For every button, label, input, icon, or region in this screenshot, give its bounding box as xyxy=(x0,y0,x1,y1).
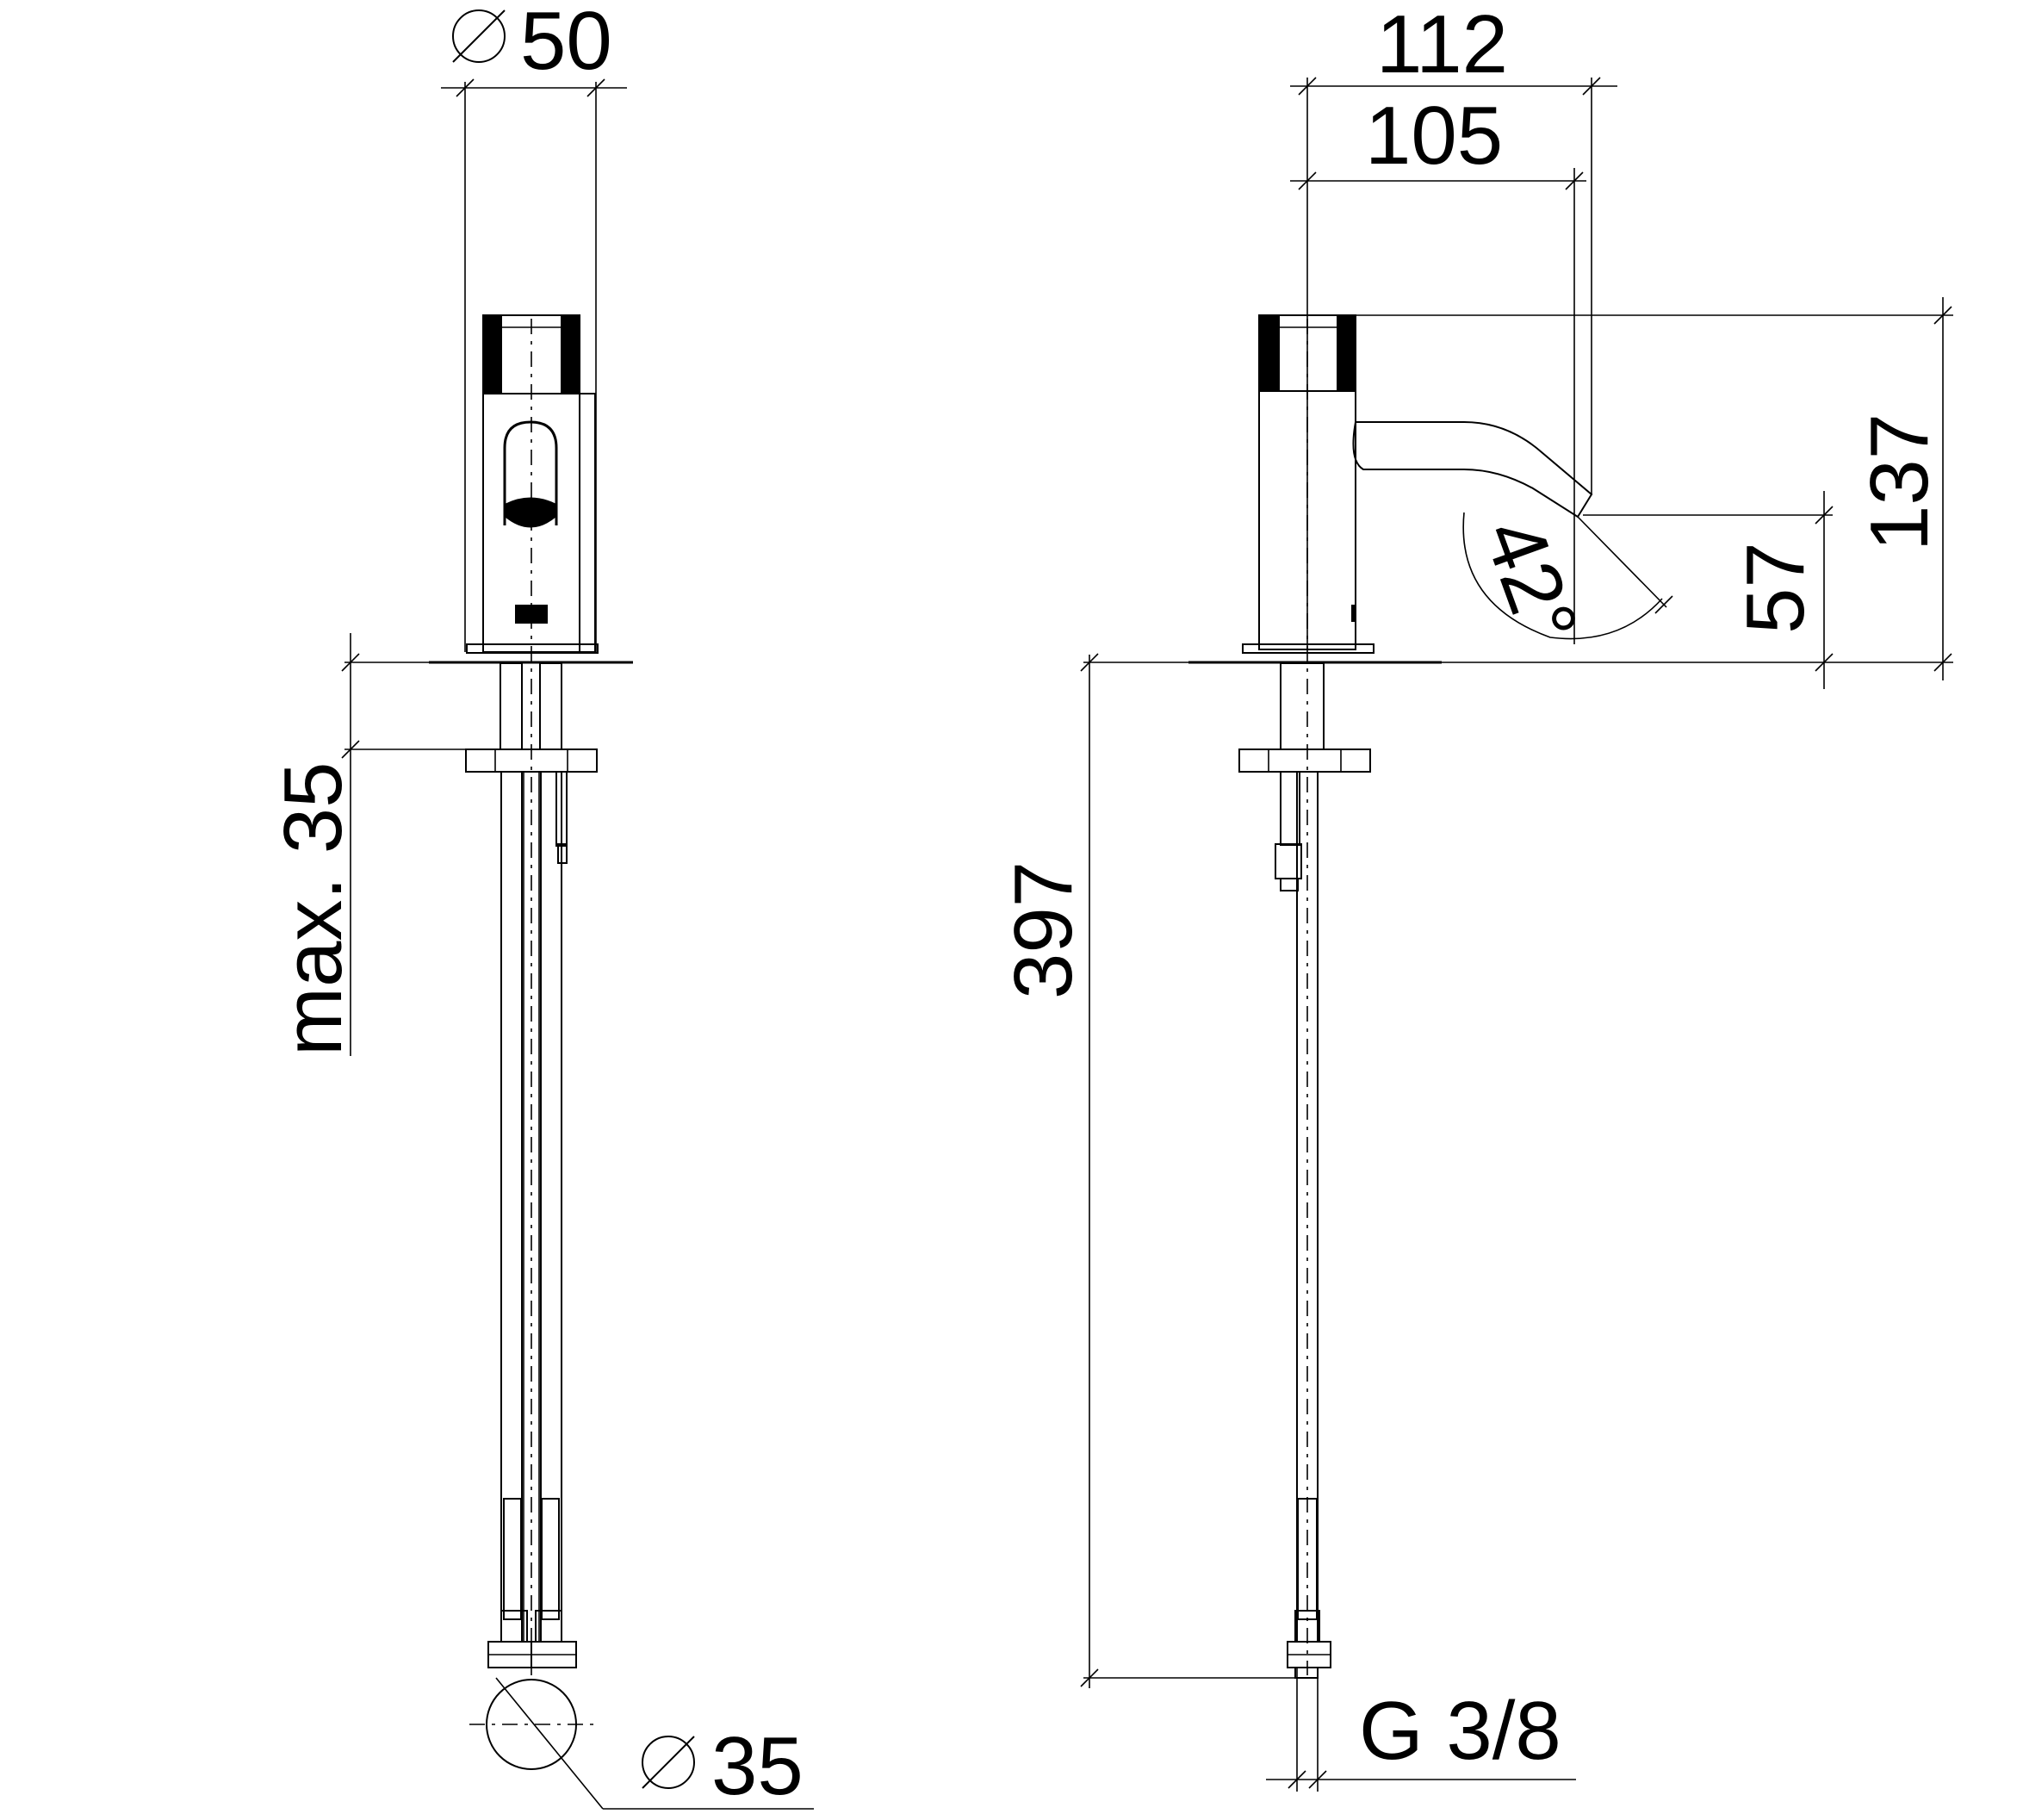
front-view xyxy=(429,314,814,1810)
dim-total-reach-label: 112 xyxy=(1376,0,1508,90)
dim-max-thickness: max. 35 xyxy=(267,633,465,1056)
dim-tail-length-label: 397 xyxy=(997,861,1089,999)
front-cap-knurl-right xyxy=(561,315,580,394)
dim-spout-height: 57 xyxy=(1442,491,1953,689)
front-spout-opening xyxy=(503,420,558,525)
side-base-plate xyxy=(1242,643,1375,654)
front-stem-left xyxy=(500,662,523,750)
front-base-plate xyxy=(466,643,599,654)
dim-body-diameter-label: 50 xyxy=(520,0,612,87)
dim-spout-height-label: 57 xyxy=(1729,542,1821,634)
side-sensor xyxy=(1351,605,1356,622)
dim-total-height-label: 137 xyxy=(1853,413,1945,551)
front-fixing-plate xyxy=(465,748,598,773)
front-hole-circle xyxy=(486,1679,577,1770)
side-spout xyxy=(1352,421,1593,519)
dim-total-reach: 112 xyxy=(1290,0,1617,649)
dim-total-height: 137 xyxy=(1356,297,1953,680)
dim-max-thickness-label: max. 35 xyxy=(267,762,359,1056)
dim-connection-thread: G 3/8 xyxy=(1266,1668,1576,1792)
dim-tail-length: 397 xyxy=(997,653,1295,1688)
side-cap-knurl-right xyxy=(1337,315,1356,391)
front-cap-knurl-left xyxy=(483,315,502,394)
dim-hole-diameter: 35 xyxy=(642,1720,804,1812)
front-stem-right xyxy=(539,662,562,750)
dim-spout-angle: 42° xyxy=(1462,507,1673,656)
side-stem xyxy=(1280,662,1325,750)
dim-spout-angle-label: 42° xyxy=(1466,507,1595,656)
dim-spout-reach-label: 105 xyxy=(1365,90,1503,182)
dim-hole-diameter-label: 35 xyxy=(711,1720,804,1812)
dim-connection-thread-label: G 3/8 xyxy=(1359,1685,1561,1777)
dim-body-diameter: 50 xyxy=(441,0,627,652)
dim-spout-reach: 105 xyxy=(1290,90,1586,644)
side-fixing-plate xyxy=(1238,748,1371,773)
front-aerator xyxy=(505,497,556,528)
